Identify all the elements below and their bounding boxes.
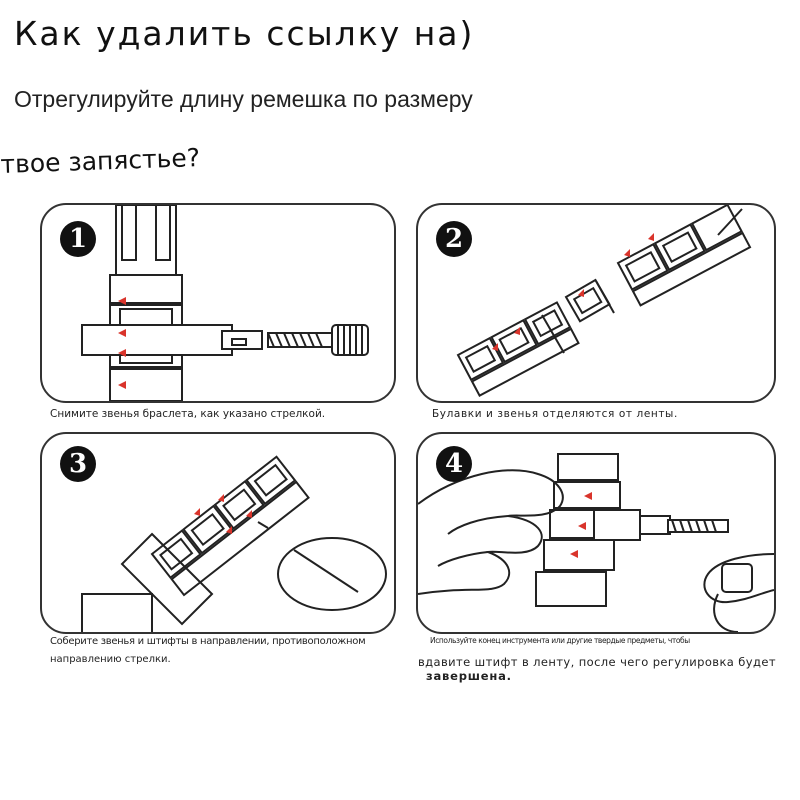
step-3-caption-line1: Соберите звенья и штифты в направлении, … bbox=[50, 636, 366, 647]
page-subtitle: Отрегулируйте длину ремешка по размеру bbox=[14, 86, 473, 112]
link-removal-tool-icon bbox=[81, 205, 369, 401]
step-1-caption: Снимите звенья браслета, как указано стр… bbox=[50, 408, 326, 420]
bracelet-links-icon bbox=[456, 205, 752, 397]
pin-icon bbox=[81, 455, 387, 632]
step-2-caption: Булавки и звенья отделяются от ленты. bbox=[432, 408, 678, 420]
step-3-caption-line2: направлению стрелки. bbox=[50, 654, 171, 665]
step-badge: 2 bbox=[436, 221, 472, 257]
step-2-panel: 2 bbox=[416, 203, 776, 403]
step-badge: 4 bbox=[436, 446, 472, 482]
step-badge: 1 bbox=[60, 221, 96, 257]
step-badge: 3 bbox=[60, 446, 96, 482]
step-4-caption-line1: вдавите штифт в ленту, после чего регули… bbox=[418, 655, 776, 669]
step-1-panel: 1 bbox=[40, 203, 396, 403]
step-4-caption-small: Используйте конец инструмента или другие… bbox=[430, 636, 690, 645]
page-title: Как удалить ссылку на) bbox=[14, 14, 475, 53]
page-subtitle-continuation: твое запястье? bbox=[0, 143, 201, 179]
hand-icon bbox=[418, 453, 774, 632]
step-3-panel: 3 bbox=[40, 432, 396, 634]
step-4-panel: 4 bbox=[416, 432, 776, 634]
step-4-caption-line2: завершена. bbox=[426, 669, 512, 683]
